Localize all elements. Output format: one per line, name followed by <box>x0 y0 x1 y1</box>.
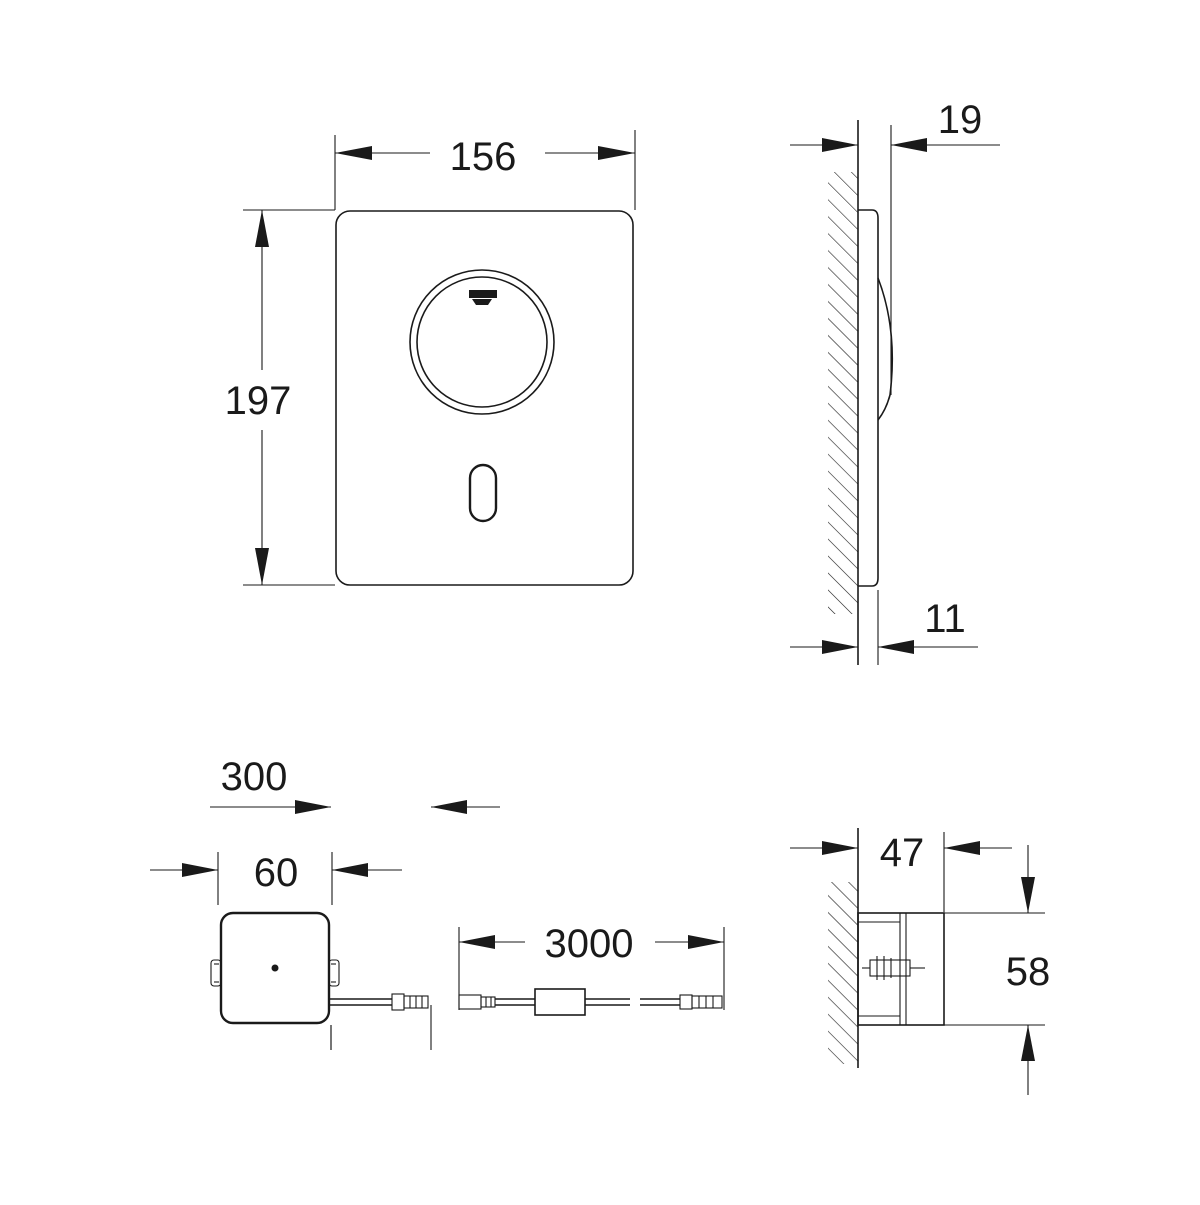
infrared-sensor-icon <box>468 463 498 523</box>
brand-logo-icon <box>469 290 497 305</box>
box-cable <box>329 998 392 1006</box>
led-indicator-icon <box>271 964 279 972</box>
cable-300-label: 300 <box>221 755 288 799</box>
box-width-dimension: 60 <box>150 851 402 905</box>
box-side-view: 47 58 <box>790 828 1050 1095</box>
total-depth-label: 19 <box>938 98 983 142</box>
plate-depth-dimension: 11 <box>790 597 978 654</box>
width-label: 156 <box>450 135 517 179</box>
box-depth-label: 47 <box>880 831 925 875</box>
box-wall-hatching <box>828 882 858 1064</box>
power-box-view: 60 <box>150 851 432 1050</box>
extension-cable-view: 3000 <box>458 922 725 1016</box>
cable-gland-icon <box>862 956 925 980</box>
box-profile <box>857 912 945 1026</box>
box-width-label: 60 <box>254 851 299 895</box>
box-depth-dimension: 47 <box>790 831 1012 912</box>
wall-hatching <box>828 172 858 614</box>
width-dimension: 156 <box>335 135 635 179</box>
mounting-clip-left-icon <box>210 959 222 987</box>
socket-connector-left-icon <box>458 994 496 1010</box>
cable-length-dimension <box>330 1005 432 1050</box>
box-height-dimension: 58 <box>944 845 1050 1095</box>
cable-3000-dimension: 3000 <box>458 922 725 1010</box>
front-view: 156 197 <box>225 130 636 586</box>
total-depth-dimension: 19 <box>790 98 1000 152</box>
flush-button-inner <box>416 276 548 408</box>
height-dimension: 197 <box>225 210 292 585</box>
plug-connector-right-icon <box>679 994 723 1010</box>
box-height-label: 58 <box>1006 950 1051 994</box>
side-view: 19 11 <box>790 98 1000 665</box>
height-label: 197 <box>225 379 292 423</box>
flush-button-outer <box>409 269 555 415</box>
button-profile <box>877 277 894 421</box>
cable-300-dimension-lines: 300 <box>210 755 500 814</box>
inline-module <box>534 988 586 1016</box>
plug-connector-icon <box>391 993 429 1011</box>
plate-depth-label: 11 <box>924 597 966 641</box>
mounting-clip-right-icon <box>328 959 340 987</box>
flush-plate <box>335 210 634 586</box>
cable-length-3000-label: 3000 <box>545 922 634 966</box>
plate-profile <box>858 209 879 587</box>
